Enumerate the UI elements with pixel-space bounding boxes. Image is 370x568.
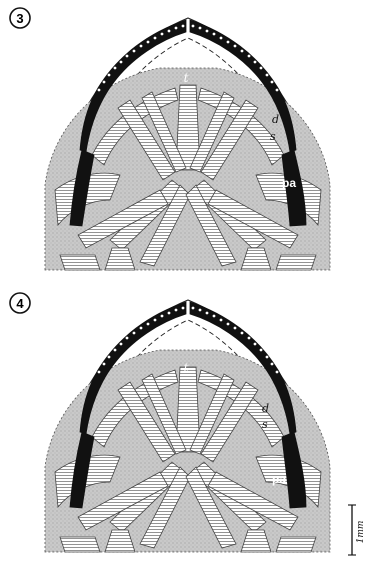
label-t: t <box>184 71 189 85</box>
label-d: d <box>262 402 269 415</box>
label-t: t <box>184 361 189 375</box>
scale-bar: 1mm <box>348 505 366 555</box>
panel-3-number: 3 <box>16 11 23 26</box>
label-s: s <box>270 130 276 143</box>
panel-4: 4 t d s pa <box>10 293 330 552</box>
label-pa: pa <box>272 472 286 486</box>
label-s: s <box>262 418 268 431</box>
panel-3: 3 t d s pa <box>10 8 330 270</box>
label-d: d <box>272 113 279 126</box>
panel-4-number: 4 <box>16 296 24 311</box>
label-pa: pa <box>282 176 296 190</box>
scale-bar-label: 1mm <box>356 521 366 544</box>
